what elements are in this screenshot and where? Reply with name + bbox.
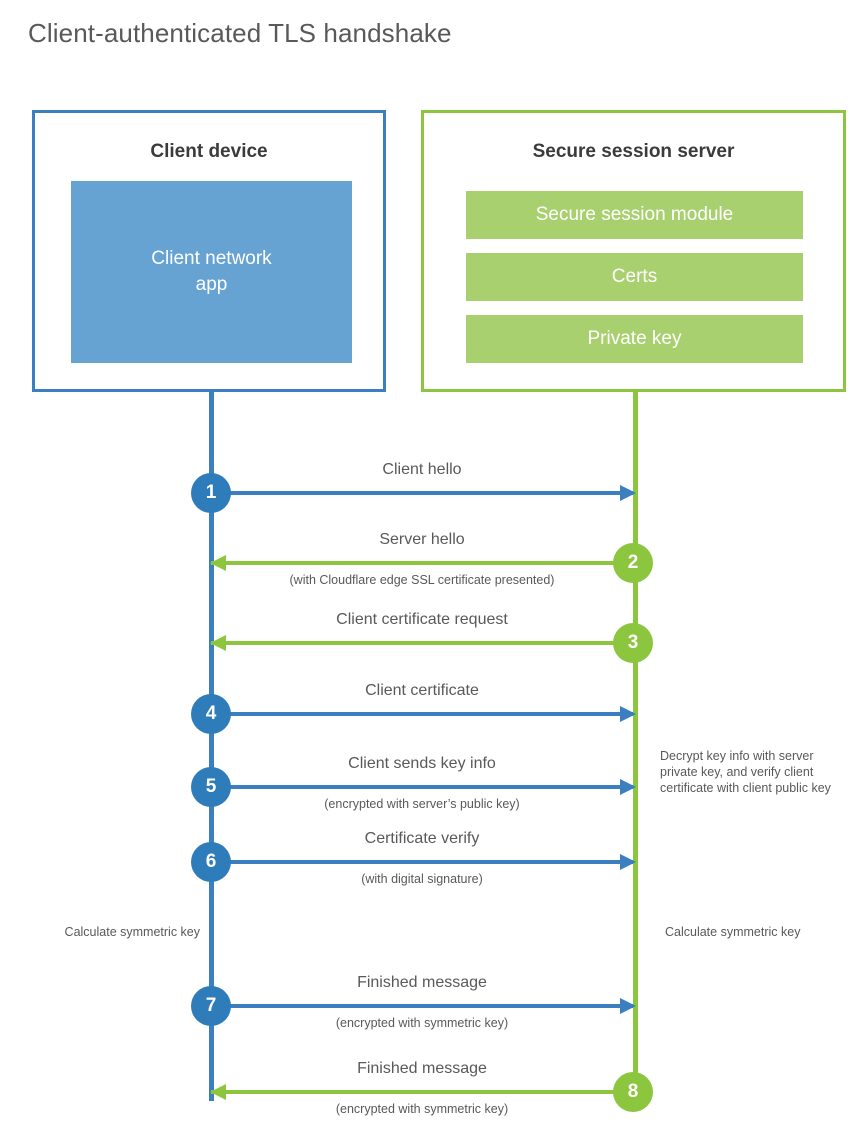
client-network-app-block: Client network app <box>71 181 352 363</box>
client-device-box: Client device Client network app <box>32 110 386 392</box>
message-caption-8: (encrypted with symmetric key) <box>335 1102 509 1116</box>
client-network-app-label: Client network app <box>151 246 271 298</box>
client-device-title: Client device <box>150 141 268 162</box>
step-badge-3: 3 <box>613 623 653 663</box>
message-label-7: Finished message <box>357 974 487 991</box>
server-lifeline <box>633 392 638 1101</box>
secure-session-server-box: Secure session server Secure session mod… <box>421 110 846 392</box>
message-label-4: Client certificate <box>365 682 479 699</box>
arrowhead-right-4 <box>620 706 636 722</box>
message-caption-7: (encrypted with symmetric key) <box>335 1016 509 1030</box>
arrowhead-left-8 <box>210 1084 226 1100</box>
arrowhead-left-3 <box>210 635 226 651</box>
note-calculate-symmetric-key-server: Calculate symmetric key <box>665 925 801 939</box>
message-arrow-3 <box>211 641 633 645</box>
message-label-1: Client hello <box>382 461 462 478</box>
step-badge-2: 2 <box>613 543 653 583</box>
message-label-8: Finished message <box>357 1060 487 1077</box>
message-arrow-2 <box>211 561 633 565</box>
message-label-2: Server hello <box>379 531 465 548</box>
message-arrow-1 <box>211 491 633 495</box>
step-badge-7: 7 <box>191 986 231 1026</box>
message-caption-2: (with Cloudflare edge SSL certificate pr… <box>289 573 555 587</box>
step-badge-8: 8 <box>613 1072 653 1112</box>
arrowhead-left-2 <box>210 555 226 571</box>
message-arrow-5 <box>211 785 633 789</box>
note-calculate-symmetric-key-client: Calculate symmetric key <box>64 925 200 939</box>
server-component-secure-session-module: Secure session module <box>466 191 803 239</box>
message-arrow-4 <box>211 712 633 716</box>
message-arrow-6 <box>211 860 633 864</box>
note-decrypt-key-info: Decrypt key info with server private key… <box>660 749 831 795</box>
message-label-6: Certificate verify <box>364 830 480 847</box>
client-app-line-2: app <box>195 274 228 295</box>
server-component-certs: Certs <box>466 253 803 301</box>
step-badge-4: 4 <box>191 694 231 734</box>
arrowhead-right-5 <box>620 779 636 795</box>
client-app-line-1: Client network <box>151 248 272 269</box>
client-lifeline <box>209 392 214 1101</box>
page-title: Client-authenticated TLS handshake <box>28 18 452 48</box>
message-label-5: Client sends key info <box>348 755 496 772</box>
step-badge-1: 1 <box>191 473 231 513</box>
secure-session-server-title: Secure session server <box>532 141 735 162</box>
step-badge-6: 6 <box>191 842 231 882</box>
server-component-private-key: Private key <box>466 315 803 363</box>
message-arrow-8 <box>211 1090 633 1094</box>
arrowhead-right-7 <box>620 998 636 1014</box>
arrowhead-right-1 <box>620 485 636 501</box>
message-caption-5: (encrypted with server’s public key) <box>324 797 520 811</box>
arrowhead-right-6 <box>620 854 636 870</box>
message-caption-6: (with digital signature) <box>361 872 483 886</box>
step-badge-5: 5 <box>191 767 231 807</box>
message-arrow-7 <box>211 1004 633 1008</box>
message-label-3: Client certificate request <box>336 611 508 628</box>
